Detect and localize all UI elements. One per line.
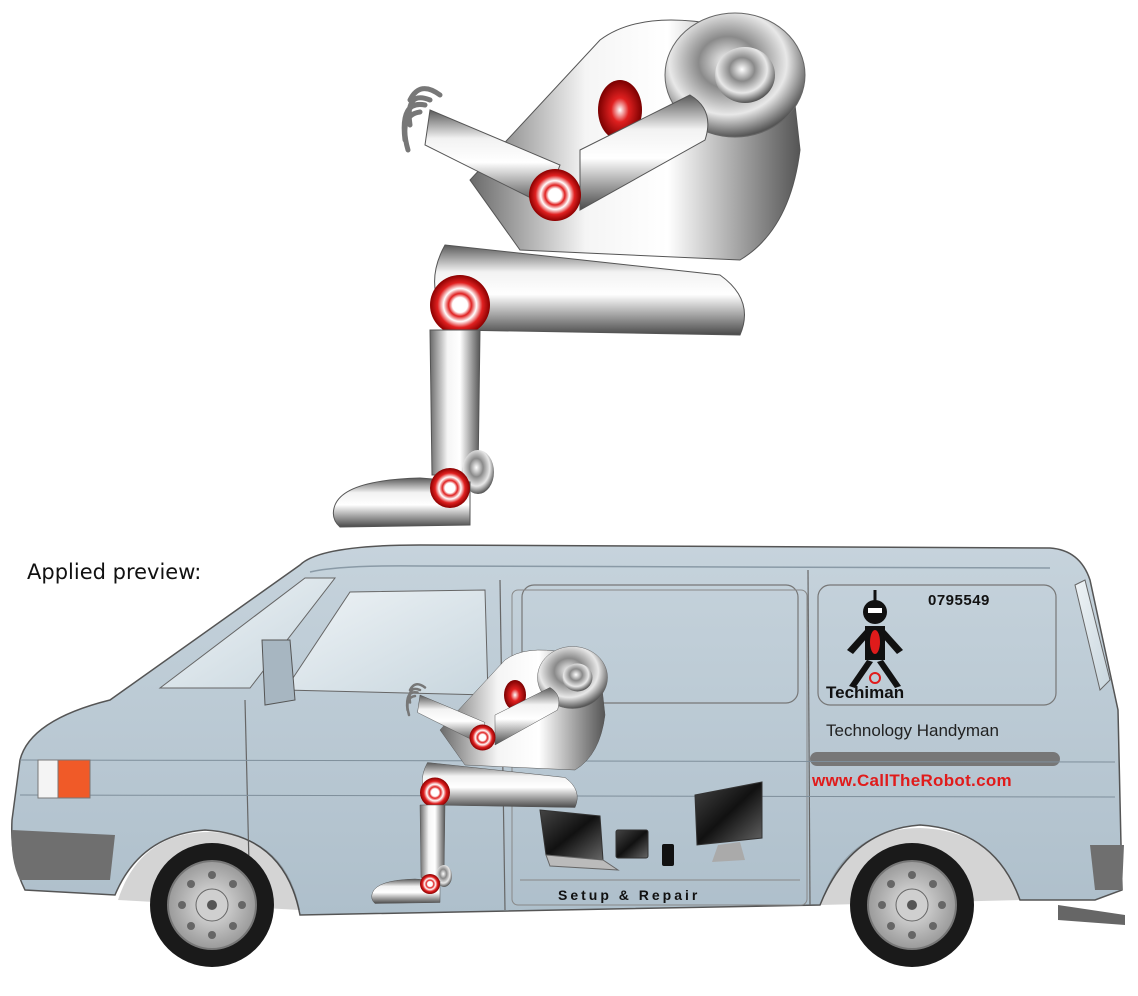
- robot-figure-icon: [333, 13, 805, 527]
- monitor-icon: [694, 781, 763, 862]
- wheel-icon: [849, 842, 975, 968]
- phone-icon: [662, 844, 674, 866]
- service-label: Setup & Repair: [558, 887, 701, 903]
- laptop-icon: [539, 809, 620, 871]
- brand-name: Techiman: [826, 683, 905, 702]
- tagline: Technology Handyman: [826, 721, 999, 740]
- preview-caption: Applied preview:: [27, 560, 202, 584]
- website-url: www.CallTheRobot.com: [812, 771, 1012, 790]
- wheel-icon: [149, 842, 275, 968]
- robot-logo-icon: [847, 590, 903, 688]
- phone-number: 0795549: [928, 592, 990, 609]
- tablet-icon: [615, 829, 649, 859]
